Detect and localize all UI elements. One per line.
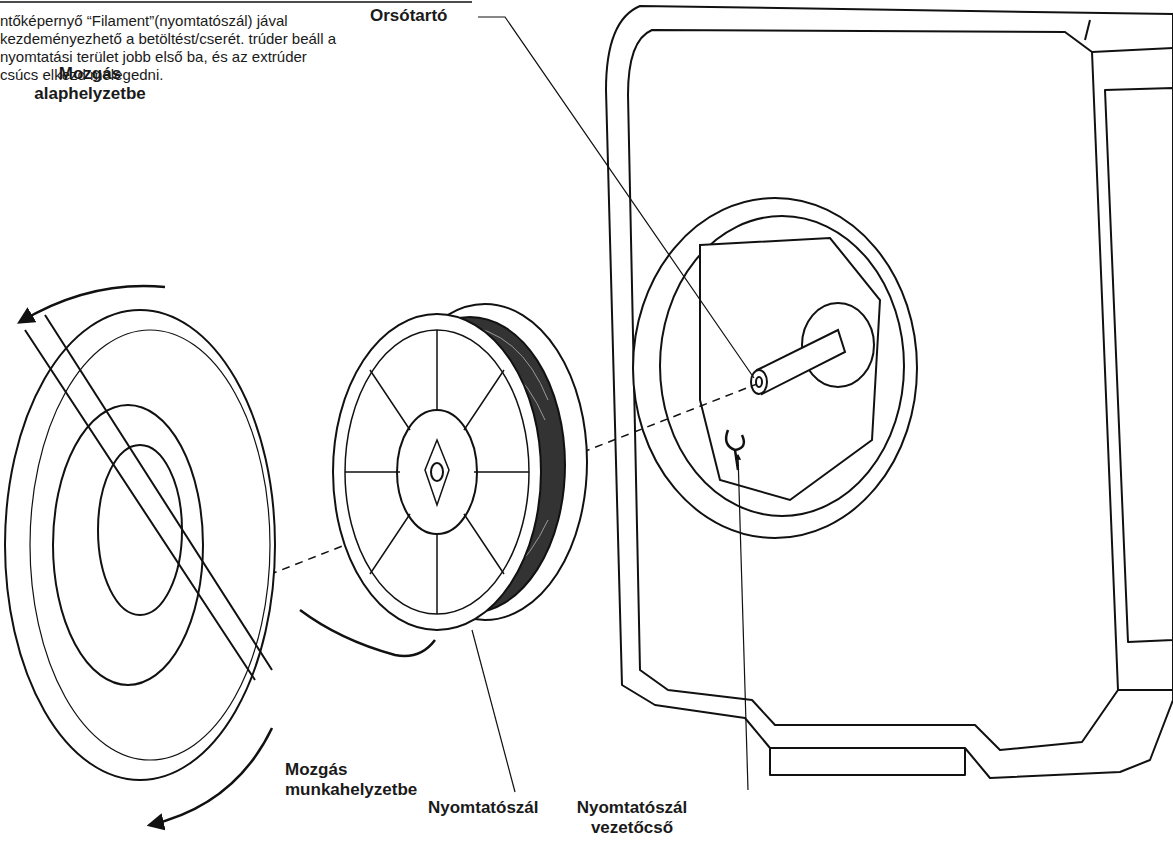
hub-hole (431, 463, 443, 481)
side-window (1105, 88, 1173, 642)
instruction-note: ntőképernyő “Filament”(nyomtatószál) jáv… (0, 12, 345, 84)
front-bevel (628, 30, 1118, 750)
recess-inner (660, 216, 904, 516)
spool-spindle (757, 330, 845, 394)
spool-front-flange (333, 314, 541, 630)
spool-recess (633, 198, 917, 538)
flange-rim (345, 330, 529, 614)
side-edge (1085, 20, 1173, 690)
filament-guide-tube (726, 430, 744, 470)
printer-body (606, 6, 1173, 778)
cap-handle (25, 315, 272, 680)
cap-disc (5, 310, 275, 780)
rotation-arrow (150, 728, 272, 825)
part-label: Nyomtatószál vezetőcső (562, 798, 702, 839)
cap-rim (30, 330, 270, 760)
recess-rim (633, 198, 917, 538)
cap-center (98, 445, 182, 615)
spindle-tip (751, 370, 767, 394)
recess-hexagon (700, 238, 880, 500)
printer-outline (606, 6, 1173, 778)
rotation-arrow (20, 286, 165, 322)
leader-line (472, 630, 515, 792)
filament-strand (300, 610, 435, 656)
leader-line (478, 17, 754, 378)
spool-cap (5, 310, 275, 780)
leader-line (738, 455, 748, 790)
filament-spool (300, 304, 587, 656)
spindle-hole (756, 377, 762, 387)
part-label: Nyomtatószál (428, 798, 568, 818)
motion-label: Mozgás alaphelyzetbe (15, 64, 165, 105)
motion-label: Mozgás munkahelyzetbe (285, 760, 435, 801)
header-rule (0, 1, 472, 3)
part-label: Orsótartó (370, 6, 480, 26)
flange-spokes (345, 330, 529, 614)
base-panel (770, 748, 965, 775)
cap-ring (53, 405, 203, 685)
hub-star (425, 440, 449, 505)
